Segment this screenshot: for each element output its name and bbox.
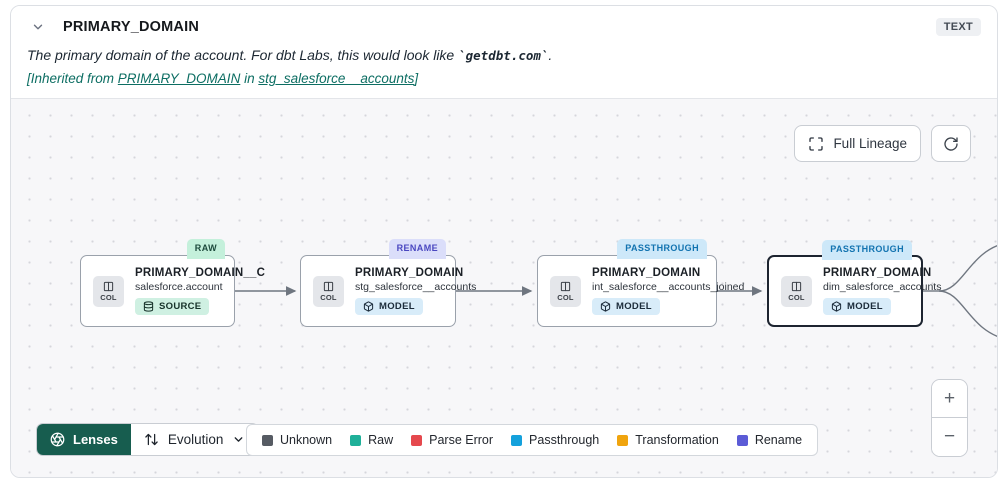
legend-swatch (617, 434, 629, 446)
status-badge: PASSTHROUGH (822, 240, 912, 260)
database-icon (143, 301, 154, 312)
lenses-button[interactable]: Lenses (37, 424, 131, 455)
node-subtitle: salesforce.account (135, 281, 223, 293)
evolution-arrows-icon (145, 433, 158, 446)
data-type-badge: TEXT (935, 18, 981, 36)
selected-lens-label: Evolution (167, 432, 224, 447)
legend-swatch (411, 434, 423, 446)
node-title: PRIMARY_DOMAIN (592, 267, 701, 279)
columns-icon (103, 281, 114, 291)
node-title: PRIMARY_DOMAIN__C (135, 267, 266, 279)
legend-item: Unknown (262, 433, 332, 447)
refresh-button[interactable] (931, 125, 971, 162)
column-description: The primary domain of the account. For d… (27, 47, 553, 63)
lenses-label: Lenses (73, 432, 118, 447)
expand-icon (809, 136, 824, 151)
zoom-controls: + − (931, 379, 968, 457)
status-badge: RENAME (388, 239, 446, 259)
model-cube-icon (831, 301, 842, 312)
status-badge: PASSTHROUGH (617, 239, 707, 259)
node-subtitle: dim_salesforce_accounts (823, 281, 942, 293)
resource-type-badge: MODEL (355, 298, 423, 315)
zoom-out-button[interactable]: − (932, 418, 967, 456)
columns-icon (560, 281, 571, 291)
lens-legend: Unknown Raw Parse Error Passthrough Tran… (246, 424, 819, 456)
aperture-icon (50, 432, 65, 447)
node-title: PRIMARY_DOMAIN (823, 267, 932, 279)
model-cube-icon (363, 301, 374, 312)
model-cube-icon (600, 301, 611, 312)
lineage-node-source[interactable]: RAW COL PRIMARY_DOMAIN__C salesforce.acc… (80, 239, 265, 327)
legend-swatch (736, 434, 748, 446)
columns-icon (791, 281, 802, 291)
collapse-chevron-icon[interactable] (27, 16, 49, 38)
inherited-model-link[interactable]: stg_salesforce__accounts (258, 71, 415, 86)
inherited-from-line: [Inherited from PRIMARY_DOMAIN in stg_sa… (27, 71, 419, 86)
column-chip: COL (93, 275, 124, 307)
lenses-control: Lenses Evolution (36, 423, 260, 456)
full-lineage-label: Full Lineage (833, 136, 907, 151)
inherited-column-link[interactable]: PRIMARY_DOMAIN (117, 71, 241, 86)
lineage-canvas[interactable]: Full Lineage RAW COL PRIMARY_DOMAIN__C s… (11, 98, 997, 477)
column-title: PRIMARY_DOMAIN (63, 19, 199, 35)
lineage-node-dim[interactable]: PASSTHROUGH COL PRIMARY_DOMAIN dim_sales… (767, 240, 941, 327)
resource-type-badge: MODEL (823, 298, 891, 315)
node-subtitle: stg_salesforce__accounts (355, 281, 477, 293)
legend-swatch (511, 434, 523, 446)
node-title: PRIMARY_DOMAIN (355, 267, 464, 279)
resource-type-badge: MODEL (592, 298, 660, 315)
node-subtitle: int_salesforce__accounts_joined (592, 281, 745, 293)
refresh-icon (944, 136, 958, 151)
legend-swatch (262, 434, 273, 446)
legend-item: Transformation (617, 433, 719, 447)
column-header: PRIMARY_DOMAIN TEXT The primary domain o… (11, 6, 997, 98)
column-chip: COL (313, 275, 344, 307)
columns-icon (323, 281, 334, 291)
status-badge: RAW (186, 239, 225, 259)
resource-type-badge: SOURCE (135, 298, 210, 315)
lens-selector-dropdown[interactable]: Evolution (130, 424, 259, 455)
lineage-node-stg[interactable]: RENAME COL PRIMARY_DOMAIN stg_salesforce… (300, 239, 476, 327)
zoom-in-button[interactable]: + (932, 380, 967, 418)
chevron-down-icon (234, 437, 243, 442)
lineage-node-int[interactable]: PASSTHROUGH COL PRIMARY_DOMAIN int_sales… (537, 239, 744, 327)
description-code: `getdbt.com` (458, 48, 549, 63)
full-lineage-button[interactable]: Full Lineage (794, 125, 921, 162)
legend-item: Parse Error (411, 433, 493, 447)
legend-item: Rename (736, 433, 802, 447)
legend-swatch (350, 434, 362, 446)
column-chip: COL (550, 275, 581, 307)
column-lineage-panel: PRIMARY_DOMAIN TEXT The primary domain o… (10, 5, 998, 478)
column-chip: COL (781, 275, 812, 307)
lineage-edges (235, 245, 997, 337)
legend-item: Passthrough (511, 433, 599, 447)
legend-item: Raw (350, 433, 393, 447)
